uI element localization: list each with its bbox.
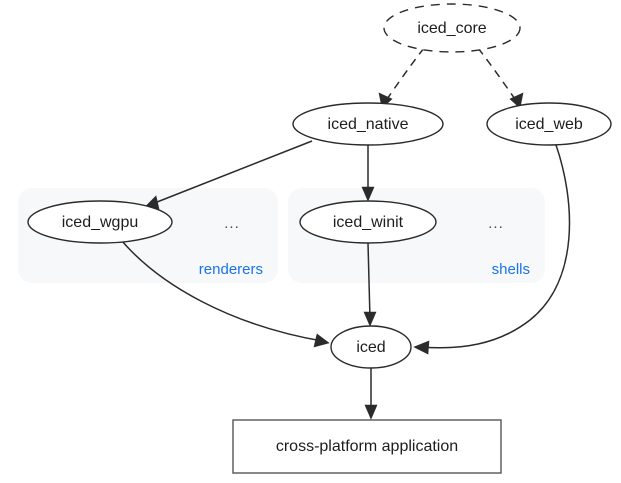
- edge-native-to-wgpu-line: [151, 140, 313, 205]
- edge-web-to-iced-line: [420, 144, 571, 349]
- node-cross-platform-application[interactable]: cross-platform application: [232, 419, 502, 474]
- node-iced-native-shape[interactable]: [292, 102, 444, 146]
- cluster-shells-label: shells: [492, 261, 530, 278]
- node-iced-wgpu-shape[interactable]: [27, 200, 173, 244]
- edge-wgpu-to-iced-line: [121, 240, 323, 342]
- edge-winit-to-iced: [363, 242, 377, 327]
- renderers-more-icon: ...: [224, 215, 240, 232]
- edge-native-to-winit-arrowhead: [361, 186, 375, 202]
- node-iced-web[interactable]: iced_web: [486, 102, 612, 146]
- edge-core-to-web-arrowhead: [509, 92, 524, 109]
- edge-core-to-web: [477, 47, 524, 109]
- edge-core-to-web-line: [477, 47, 518, 103]
- node-iced[interactable]: iced: [330, 325, 412, 369]
- node-iced-core-label: iced_core: [417, 20, 486, 37]
- node-iced-native[interactable]: iced_native: [292, 102, 444, 146]
- edge-winit-to-iced-arrowhead: [363, 311, 377, 327]
- node-iced-web-shape[interactable]: [486, 102, 612, 146]
- shells-more-icon: ...: [488, 215, 504, 232]
- node-cross-platform-application-label: cross-platform application: [276, 438, 458, 455]
- node-iced-winit[interactable]: iced_winit: [299, 200, 437, 244]
- node-cross-platform-application-shape[interactable]: [232, 419, 502, 474]
- node-iced-winit-shape[interactable]: [299, 200, 437, 244]
- edge-winit-to-iced-line: [367, 242, 371, 320]
- edge-native-to-winit: [361, 145, 375, 202]
- edge-web-to-iced-arrowhead: [413, 340, 430, 355]
- node-iced-web-label: iced_web: [515, 116, 583, 133]
- node-iced-core-shape[interactable]: [383, 3, 521, 53]
- edge-iced-to-app-arrowhead: [364, 404, 378, 420]
- edge-web-to-iced: [413, 144, 571, 355]
- node-iced-label: iced: [356, 339, 385, 356]
- node-iced-winit-label: iced_winit: [333, 214, 404, 231]
- edge-wgpu-to-iced: [121, 240, 330, 348]
- edge-wgpu-to-iced-arrowhead: [313, 333, 330, 348]
- node-iced-native-label: iced_native: [328, 116, 409, 133]
- node-iced-shape[interactable]: [330, 325, 412, 369]
- edge-core-to-native-line: [384, 47, 425, 103]
- edge-core-to-native: [378, 47, 425, 109]
- node-iced-wgpu[interactable]: iced_wgpu: [27, 200, 173, 244]
- node-iced-wgpu-label: iced_wgpu: [62, 214, 139, 231]
- edge-iced-to-app: [364, 368, 378, 420]
- node-iced-core[interactable]: iced_core: [383, 3, 521, 53]
- cluster-renderers-label: renderers: [199, 261, 263, 278]
